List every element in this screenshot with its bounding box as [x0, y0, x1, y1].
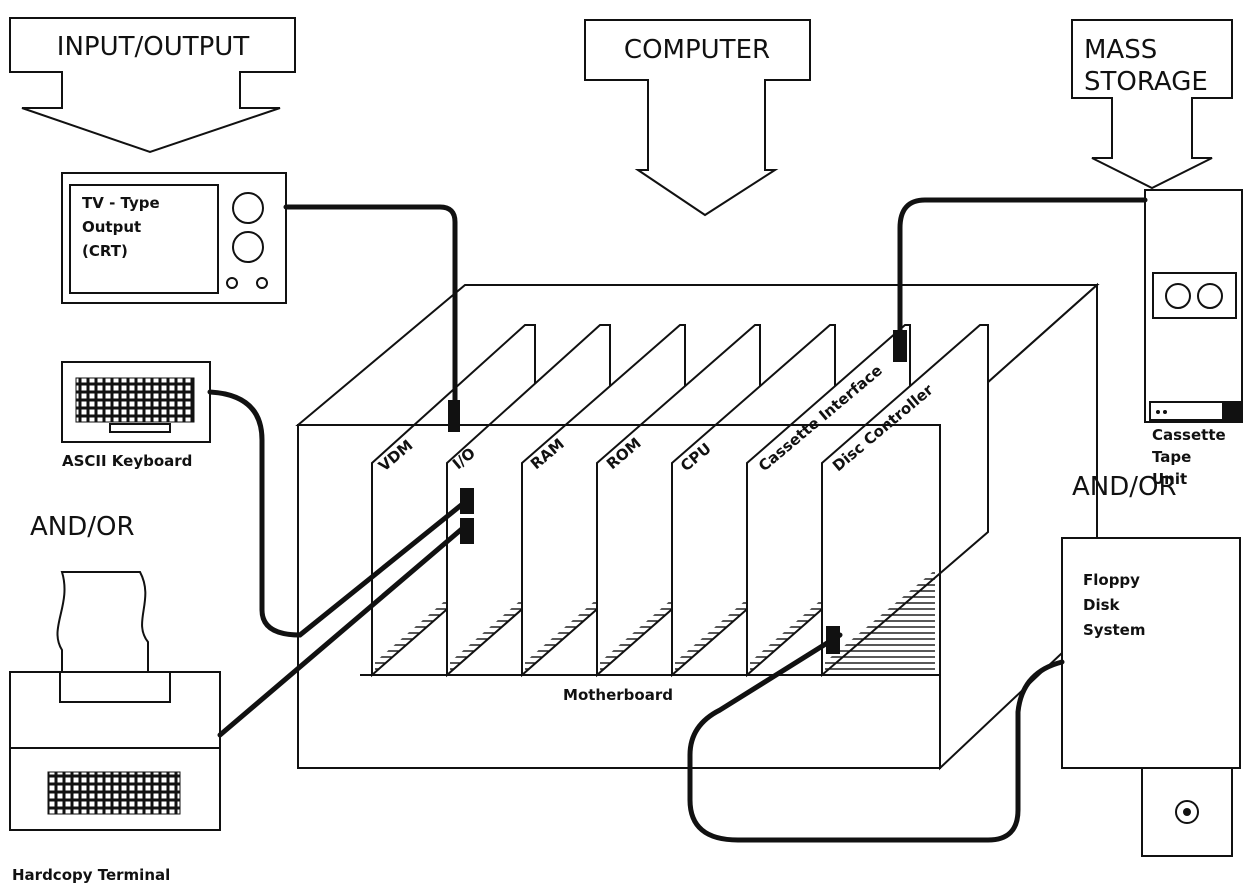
input-output-label: INPUT/OUTPUT — [57, 32, 250, 62]
cassette-label-line2: Tape — [1152, 448, 1191, 466]
cable-crt-vdm — [283, 204, 458, 428]
mass-storage-arrow: MASS STORAGE — [1071, 19, 1233, 190]
cable-floppy — [687, 632, 1065, 843]
crt-label-line2: Output — [82, 218, 141, 236]
cable-cassette — [897, 197, 1148, 348]
cassette-label-line1: Cassette — [1152, 426, 1226, 444]
crt-monitor: TV - Type Output (CRT) — [61, 172, 287, 304]
motherboard-label: Motherboard — [563, 686, 673, 704]
computer-label: COMPUTER — [624, 35, 770, 65]
floppy-label-line1: Floppy — [1083, 571, 1140, 589]
floppy-label-line3: System — [1083, 621, 1145, 639]
crt-label-line3: (CRT) — [82, 242, 128, 260]
mass-storage-label-line2: STORAGE — [1084, 67, 1208, 97]
ascii-keyboard: ASCII Keyboard — [61, 361, 211, 470]
card-slots: VDM I/O RAM ROM CPU Cassette Interface D… — [371, 324, 989, 678]
cassette-tape-unit: Cassette Tape Unit — [1144, 189, 1243, 488]
cable-keyboard-io — [207, 389, 473, 638]
floppy-disk-system: Floppy Disk System — [1061, 537, 1241, 857]
and-or-right: AND/OR — [1072, 472, 1177, 502]
computer-arrow: COMPUTER — [584, 19, 811, 217]
cassette-label-line3: Unit — [1152, 470, 1187, 488]
input-output-arrow: INPUT/OUTPUT — [9, 17, 296, 154]
mass-storage-label-line1: MASS — [1084, 35, 1157, 65]
floppy-label-line2: Disk — [1083, 596, 1121, 614]
hardcopy-terminal: Hardcopy Terminal — [9, 571, 221, 884]
hardcopy-terminal-label: Hardcopy Terminal — [12, 866, 170, 884]
ascii-keyboard-label: ASCII Keyboard — [62, 452, 192, 470]
and-or-left: AND/OR — [30, 512, 135, 542]
cables — [207, 197, 1148, 843]
cable-terminal-io — [217, 519, 473, 738]
card-disc-controller — [821, 324, 989, 678]
crt-label-line1: TV - Type — [82, 194, 160, 212]
chassis-front — [297, 424, 941, 769]
